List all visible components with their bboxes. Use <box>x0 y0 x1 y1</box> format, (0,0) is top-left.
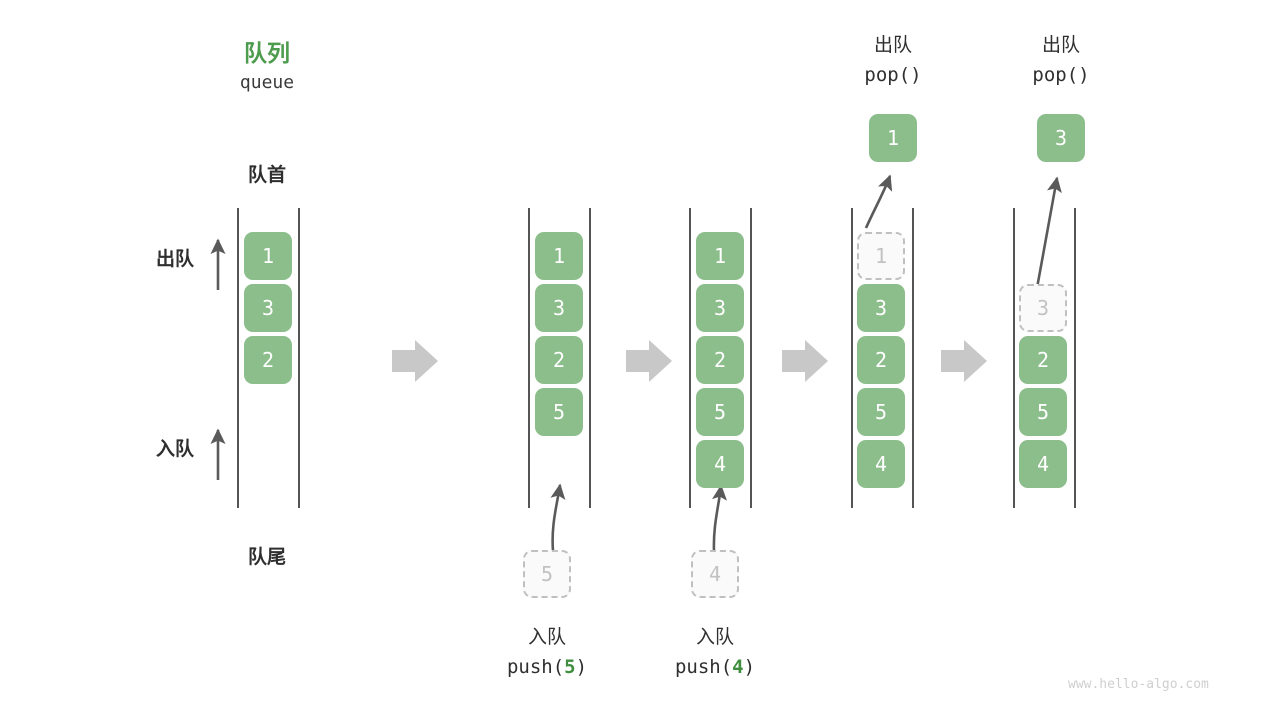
popped-cell: 3 <box>1037 114 1085 162</box>
queue-rail-right-3 <box>750 208 752 508</box>
enqueue-side-label-1: 入队 <box>155 439 194 460</box>
incoming-cell: 4 <box>691 550 739 598</box>
queue-rail-right-1 <box>298 208 300 508</box>
queue-cell: 1 <box>244 232 292 280</box>
queue-cell: 2 <box>244 336 292 384</box>
queue-cell: 3 <box>535 284 583 332</box>
queue-cell: 3 <box>696 284 744 332</box>
pop-call-5: pop() <box>1032 64 1090 86</box>
separator-arrow-1 <box>392 340 438 382</box>
queue-rail-left-1 <box>237 208 239 508</box>
queue-cell: 4 <box>857 440 905 488</box>
push-call-prefix: push( <box>506 656 565 678</box>
push-call-value: 5 <box>564 656 576 678</box>
push-call-suffix: ) <box>575 656 588 678</box>
popped-cell: 1 <box>869 114 917 162</box>
queue-rail-right-4 <box>912 208 914 508</box>
queue-cell: 2 <box>1019 336 1067 384</box>
separator-arrow-4 <box>941 340 987 382</box>
queue-cell: 2 <box>857 336 905 384</box>
separator-arrow-2 <box>626 340 672 382</box>
incoming-cell: 5 <box>523 550 571 598</box>
queue-cell: 3 <box>244 284 292 332</box>
queue-title-en: queue <box>239 72 295 93</box>
queue-rail-left-3 <box>689 208 691 508</box>
dequeue-side-label-1: 出队 <box>155 249 194 270</box>
queue-cell: 5 <box>1019 388 1067 436</box>
push-call-3: push(4) <box>655 656 775 678</box>
queue-rail-right-2 <box>589 208 591 508</box>
queue-rail-left-4 <box>851 208 853 508</box>
push-call-suffix: ) <box>743 656 756 678</box>
push-call-prefix: push( <box>674 656 733 678</box>
dequeue-caption-4: 出队 <box>873 35 912 56</box>
push-call-2: push(5) <box>487 656 607 678</box>
push-call-value: 4 <box>732 656 744 678</box>
queue-cell: 5 <box>696 388 744 436</box>
pop-call-4: pop() <box>864 64 922 86</box>
queue-cell: 3 <box>857 284 905 332</box>
queue-rail-right-5 <box>1074 208 1076 508</box>
queue-cell <box>1019 232 1067 280</box>
enqueue-caption-2: 入队 <box>527 627 566 648</box>
queue-rail-left-5 <box>1013 208 1015 508</box>
queue-title-cn: 队列 <box>244 40 290 66</box>
queue-cell: 5 <box>535 388 583 436</box>
queue-tail-label: 队尾 <box>247 547 286 568</box>
queue-cell: 2 <box>696 336 744 384</box>
queue-cell: 1 <box>535 232 583 280</box>
enqueue-caption-3: 入队 <box>695 627 734 648</box>
queue-cell: 4 <box>696 440 744 488</box>
pop-arrow-1 <box>864 174 893 229</box>
queue-cell: 1 <box>696 232 744 280</box>
push-arrow-4 <box>712 484 728 552</box>
queue-cell: 5 <box>857 388 905 436</box>
queue-head-label: 队首 <box>247 165 286 186</box>
queue-cell: 2 <box>535 336 583 384</box>
queue-rail-left-2 <box>528 208 530 508</box>
separator-arrow-3 <box>782 340 828 382</box>
queue-cell: 1 <box>857 232 905 280</box>
push-arrow-5 <box>550 483 566 552</box>
dequeue-caption-5: 出队 <box>1041 35 1080 56</box>
queue-cell: 3 <box>1019 284 1067 332</box>
watermark: www.hello-algo.com <box>1068 677 1209 692</box>
queue-cell: 4 <box>1019 440 1067 488</box>
